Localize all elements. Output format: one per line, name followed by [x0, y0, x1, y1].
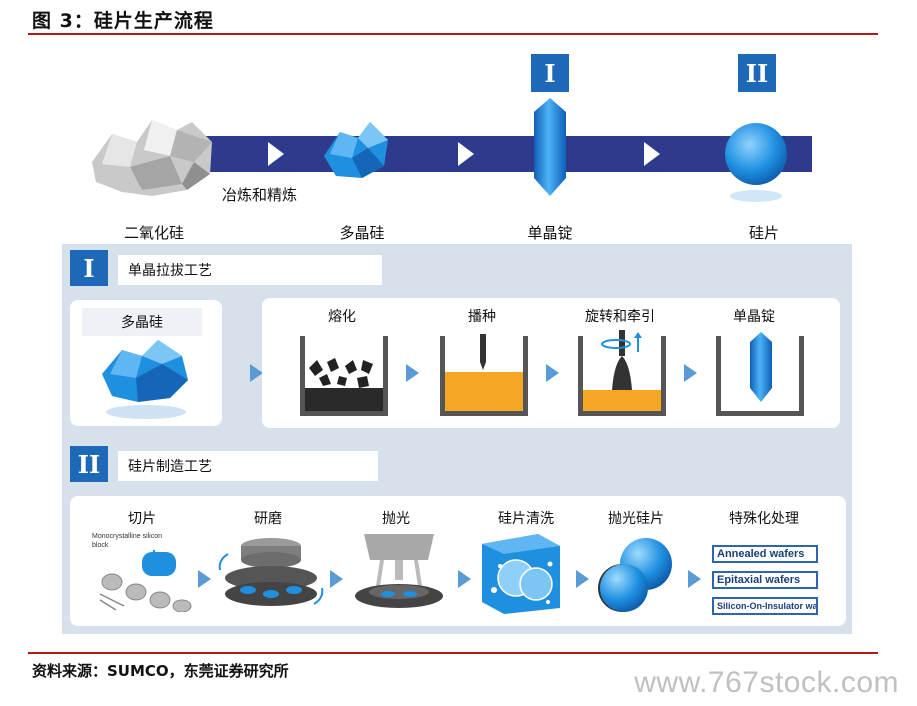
source-note: 资料来源：SUMCO，东莞证券研究所: [32, 662, 289, 680]
section-1-tag: 单晶拉拔工艺: [118, 255, 382, 285]
cleaning-tank-icon: [482, 534, 560, 614]
step-arrow-icon: [250, 364, 263, 382]
grown-ingot-icon: [750, 332, 772, 402]
polishing-machine-icon: [355, 534, 443, 608]
step-arrow-icon: [406, 364, 419, 382]
ingot-icon: [534, 98, 566, 196]
lapping-machine-icon: [218, 538, 324, 606]
step-slicing-label: 切片: [128, 511, 156, 527]
step-ingot-label: 单晶锭: [733, 309, 775, 325]
step-special-treatment-label: 特殊化处理: [729, 511, 799, 527]
annealed-wafers-box: Annealed wafers: [712, 545, 818, 563]
melt-fill: [583, 390, 661, 411]
process-flow-bar: [184, 136, 812, 172]
process-1-badge: I: [531, 54, 569, 92]
section-2-tag: 硅片制造工艺: [118, 451, 378, 481]
melting-chunks-icon: [305, 358, 383, 411]
section-1-badge: I: [70, 250, 108, 286]
section-2-badge: II: [70, 446, 108, 482]
step-melt-label: 熔化: [328, 309, 356, 325]
step-cleaning-label: 硅片清洗: [498, 511, 554, 527]
flow-arrow-icon: [268, 142, 284, 166]
flow-arrow-icon: [644, 142, 660, 166]
step-arrow-icon: [330, 570, 343, 588]
step-arrow-icon: [688, 570, 701, 588]
footer-rule: [28, 652, 878, 654]
figure-title: 图 3：硅片生产流程: [32, 10, 214, 32]
watermark: www.767stock.com: [634, 666, 899, 699]
polysilicon-chunks-icon: [102, 340, 188, 419]
flow-arrow-icon: [458, 142, 474, 166]
step-arrow-icon: [576, 570, 589, 588]
step-arrow-icon: [684, 364, 697, 382]
block-caption: Monocrystalline silicon block: [92, 533, 163, 549]
silica-rocks-icon: [92, 120, 212, 196]
step-polished-wafer-label: 抛光硅片: [608, 511, 664, 527]
step-arrow-icon: [198, 570, 211, 588]
seed-rod-icon: [480, 334, 486, 370]
step-rotate-pull-label: 旋转和牵引: [585, 309, 655, 325]
stage-ingot-label: 单晶锭: [527, 224, 573, 242]
rotate-pull-icon: [601, 330, 642, 390]
stage-silica-label: 二氧化硅: [123, 224, 184, 242]
polysilicon-icon: [324, 122, 388, 178]
step-arrow-icon: [546, 364, 559, 382]
stage-polysilicon-label: 多晶硅: [339, 224, 385, 242]
wire-saw-icon: [99, 550, 192, 612]
step-arrow-icon: [458, 570, 471, 588]
melt-fill: [445, 372, 523, 411]
step-seed-label: 播种: [468, 309, 496, 325]
soi-wafers-box: Silicon-On-Insulator wafers: [712, 597, 818, 615]
polysilicon-input-label: 多晶硅: [82, 308, 202, 336]
step-polishing-label: 抛光: [382, 511, 410, 527]
title-rule: [28, 33, 878, 35]
epitaxial-wafers-box: Epitaxial wafers: [712, 571, 818, 589]
process-2-badge: II: [738, 54, 776, 92]
stage-wafer-label: 硅片: [748, 224, 779, 242]
step-lapping-label: 研磨: [254, 511, 282, 527]
smelting-refining-label: 冶炼和精炼: [222, 186, 298, 204]
polished-wafers-icon: [598, 538, 672, 612]
wafer-disc-icon: [725, 123, 787, 202]
